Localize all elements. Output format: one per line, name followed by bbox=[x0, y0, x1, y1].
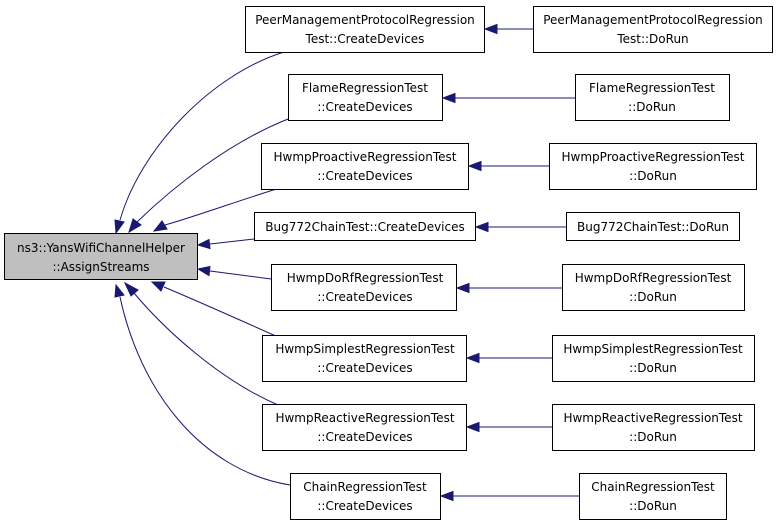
arrowhead-flame-create bbox=[441, 92, 456, 104]
edge-reactive-create-to-root bbox=[133, 292, 279, 406]
node-simplest-run-box bbox=[552, 335, 755, 382]
node-dorf-create-line1: HwmpDoRfRegressionTest bbox=[287, 271, 444, 285]
node-simplest-create-devices[interactable]: HwmpSimplestRegressionTest ::CreateDevic… bbox=[262, 335, 467, 382]
node-bug772-create-box bbox=[254, 212, 476, 241]
node-proactive-run-line2: ::DoRun bbox=[629, 169, 677, 183]
node-simplest-create-box bbox=[262, 335, 467, 382]
node-flame-create-box bbox=[288, 74, 443, 121]
arrowhead-root-from-dorf bbox=[196, 265, 211, 277]
node-bug772-create-line1: Bug772ChainTest::CreateDevices bbox=[265, 220, 465, 234]
node-chain-create-devices[interactable]: ChainRegressionTest ::CreateDevices bbox=[290, 473, 441, 520]
arrowhead-peer-create bbox=[483, 23, 498, 35]
arrowhead-dorf-create bbox=[455, 282, 470, 294]
node-reactive-do-run[interactable]: HwmpReactiveRegressionTest ::DoRun bbox=[552, 404, 755, 451]
node-simplest-run-line1: HwmpSimplestRegressionTest bbox=[563, 342, 743, 356]
node-dorf-create-devices[interactable]: HwmpDoRfRegressionTest ::CreateDevices bbox=[271, 264, 457, 311]
node-peer-create-devices[interactable]: PeerManagementProtocolRegression Test::C… bbox=[245, 6, 485, 53]
node-simplest-do-run[interactable]: HwmpSimplestRegressionTest ::DoRun bbox=[552, 335, 755, 382]
edge-peer-create-to-root bbox=[119, 51, 285, 221]
node-dorf-do-run[interactable]: HwmpDoRfRegressionTest ::DoRun bbox=[562, 264, 745, 311]
node-proactive-create-line1: HwmpProactiveRegressionTest bbox=[274, 150, 457, 164]
node-proactive-create-devices[interactable]: HwmpProactiveRegressionTest ::CreateDevi… bbox=[261, 143, 469, 190]
node-flame-run-line1: FlameRegressionTest bbox=[589, 81, 715, 95]
edge-chain-create-to-root bbox=[119, 296, 291, 486]
arrowhead-root-from-chain bbox=[114, 283, 125, 298]
node-flame-create-line2: ::CreateDevices bbox=[317, 100, 412, 114]
node-dorf-run-box bbox=[562, 264, 745, 311]
node-peer-create-line1: PeerManagementProtocolRegression bbox=[255, 13, 475, 27]
node-flame-run-box bbox=[575, 74, 730, 121]
node-dorf-create-box bbox=[271, 264, 457, 311]
node-peer-run-box bbox=[533, 6, 773, 53]
node-chain-create-line1: ChainRegressionTest bbox=[303, 480, 427, 494]
node-chain-create-box bbox=[290, 473, 441, 520]
node-proactive-do-run[interactable]: HwmpProactiveRegressionTest ::DoRun bbox=[549, 143, 757, 190]
node-simplest-create-line2: ::CreateDevices bbox=[317, 361, 412, 375]
node-reactive-run-box bbox=[552, 404, 755, 451]
node-reactive-create-line1: HwmpReactiveRegressionTest bbox=[275, 411, 454, 425]
node-bug772-do-run[interactable]: Bug772ChainTest::DoRun bbox=[566, 212, 740, 241]
arrowhead-root-from-bug772 bbox=[196, 238, 211, 250]
edge-flame-create-to-root bbox=[136, 115, 297, 223]
node-flame-run-line2: ::DoRun bbox=[628, 100, 676, 114]
node-bug772-run-box bbox=[566, 212, 740, 241]
edge-bug772-create-to-root bbox=[209, 238, 255, 245]
node-root-line1: ns3::YansWifiChannelHelper bbox=[17, 241, 185, 255]
node-peer-create-line2: Test::CreateDevices bbox=[305, 32, 425, 46]
node-simplest-create-line1: HwmpSimplestRegressionTest bbox=[275, 342, 455, 356]
node-flame-create-devices[interactable]: FlameRegressionTest ::CreateDevices bbox=[288, 74, 443, 121]
node-proactive-run-box bbox=[549, 143, 757, 190]
node-root-line2: ::AssignStreams bbox=[52, 260, 149, 274]
node-proactive-create-box bbox=[261, 143, 469, 190]
node-reactive-run-line1: HwmpReactiveRegressionTest bbox=[563, 411, 742, 425]
node-chain-run-line1: ChainRegressionTest bbox=[591, 480, 715, 494]
arrowhead-chain-create bbox=[439, 490, 454, 502]
node-reactive-create-line2: ::CreateDevices bbox=[317, 430, 412, 444]
arrowhead-bug772-create bbox=[474, 221, 489, 233]
node-dorf-run-line1: HwmpDoRfRegressionTest bbox=[575, 271, 732, 285]
arrowhead-root-from-reactive bbox=[123, 281, 139, 297]
node-proactive-create-line2: ::CreateDevices bbox=[317, 169, 412, 183]
node-peer-run-line1: PeerManagementProtocolRegression bbox=[543, 13, 763, 27]
node-flame-create-line1: FlameRegressionTest bbox=[302, 81, 428, 95]
node-bug772-create-devices[interactable]: Bug772ChainTest::CreateDevices bbox=[254, 212, 476, 241]
node-flame-do-run[interactable]: FlameRegressionTest ::DoRun bbox=[575, 74, 730, 121]
node-chain-run-box bbox=[579, 473, 727, 520]
node-root-assign-streams[interactable]: ns3::YansWifiChannelHelper ::AssignStrea… bbox=[4, 233, 198, 280]
arrowhead-root-from-proactive bbox=[152, 220, 168, 232]
arrowhead-simplest-create bbox=[465, 352, 480, 364]
edge-proactive-create-to-root bbox=[164, 186, 284, 226]
node-simplest-run-line2: ::DoRun bbox=[629, 361, 677, 375]
node-chain-run-line2: ::DoRun bbox=[629, 499, 677, 513]
node-dorf-create-line2: ::CreateDevices bbox=[317, 290, 412, 304]
arrowhead-root-from-simplest bbox=[150, 281, 166, 292]
node-root-box bbox=[4, 233, 198, 280]
edges bbox=[114, 23, 579, 502]
node-reactive-create-devices[interactable]: HwmpReactiveRegressionTest ::CreateDevic… bbox=[262, 404, 467, 451]
node-proactive-run-line1: HwmpProactiveRegressionTest bbox=[562, 150, 745, 164]
node-dorf-run-line2: ::DoRun bbox=[629, 290, 677, 304]
node-reactive-create-box bbox=[262, 404, 467, 451]
arrowhead-proactive-create bbox=[467, 160, 482, 172]
arrowhead-root-from-peer bbox=[114, 219, 125, 235]
node-peer-create-box bbox=[245, 6, 485, 53]
edge-dorf-create-to-root bbox=[209, 270, 272, 280]
node-chain-create-line2: ::CreateDevices bbox=[317, 499, 412, 513]
arrowhead-root-from-flame bbox=[128, 218, 142, 234]
arrowhead-reactive-create bbox=[465, 421, 480, 433]
node-reactive-run-line2: ::DoRun bbox=[629, 430, 677, 444]
node-chain-do-run[interactable]: ChainRegressionTest ::DoRun bbox=[579, 473, 727, 520]
node-peer-run-line2: Test::DoRun bbox=[616, 32, 688, 46]
node-bug772-run-line1: Bug772ChainTest::DoRun bbox=[577, 220, 729, 234]
edge-simplest-create-to-root bbox=[163, 286, 279, 338]
node-peer-do-run[interactable]: PeerManagementProtocolRegression Test::D… bbox=[533, 6, 773, 53]
